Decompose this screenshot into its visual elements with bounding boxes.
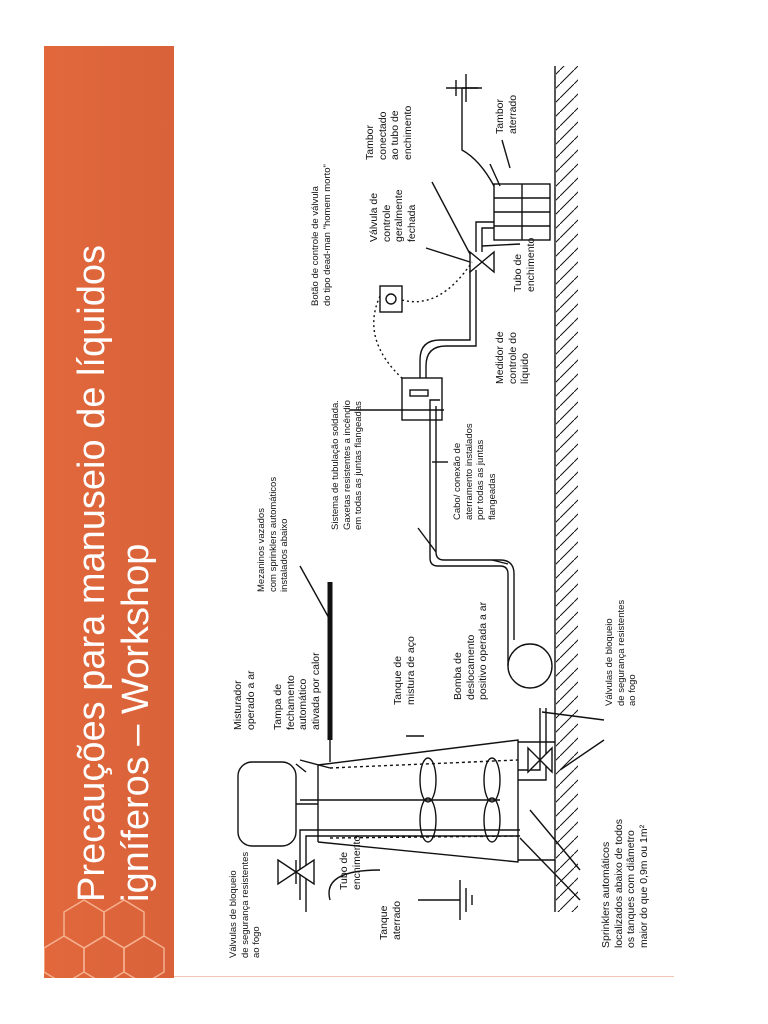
label-cabo: Cabo/ conexão de aterramento instalados …	[452, 423, 498, 520]
fill-pipe-left	[299, 829, 520, 900]
label-tampa: Tampa de fechamento automático ativada p…	[272, 652, 322, 730]
label-mezaninos: Mezaninos vazados com sprinklers automát…	[256, 476, 290, 592]
label-tanque-aterrado: Tanque aterrado	[378, 900, 403, 940]
label-sprinklers: Sprinklers automáticos localizados abaix…	[600, 818, 650, 948]
valve-outlet	[527, 746, 541, 774]
air-mixer	[237, 761, 297, 847]
label-tambor-aterrado: Tambor aterrado	[494, 94, 519, 134]
liquid-meter	[401, 377, 443, 421]
label-valvulas-bloqueio-left: Válvulas de bloqueio de segurança resist…	[228, 851, 262, 958]
main-pipe	[429, 399, 509, 640]
label-medidor: Medidor de controle do líquido	[494, 331, 531, 384]
ground-hatch	[556, 66, 578, 912]
mixing-tank	[317, 739, 519, 863]
label-bomba: Bomba de deslocamento positivo operada a…	[452, 601, 489, 700]
title-banner	[44, 46, 174, 978]
label-botao: Botão de controle de válvula do tipo dea…	[310, 164, 333, 306]
pump	[507, 643, 553, 689]
label-valvula-controle: Válvula de controle geralmente fechada	[368, 189, 418, 242]
footer-rule	[174, 976, 674, 977]
label-sistema-tubulacao: Sistema de tubulação soldada. Gaxetas re…	[330, 400, 364, 530]
label-tambor-conectado: Tambor conectado ao tubo de enchimento	[364, 105, 414, 160]
hexagon-decoration	[44, 899, 165, 978]
outlet-pipe	[518, 708, 541, 771]
tank-level	[329, 759, 519, 769]
label-tubo-enchimento-left: Tubo de enchimento	[338, 835, 363, 890]
label-valvulas-bloqueio-right: Válvulas de bloqueio de segurança resist…	[604, 599, 638, 706]
label-misturador: Misturador operado a ar	[232, 670, 257, 730]
label-tanque-mistura: Tanque de mistura de aço	[392, 636, 417, 705]
label-tubo-enchimento-right: Tubo de enchimento	[512, 237, 537, 292]
valve-left	[277, 858, 298, 886]
deadman-button	[379, 285, 403, 313]
